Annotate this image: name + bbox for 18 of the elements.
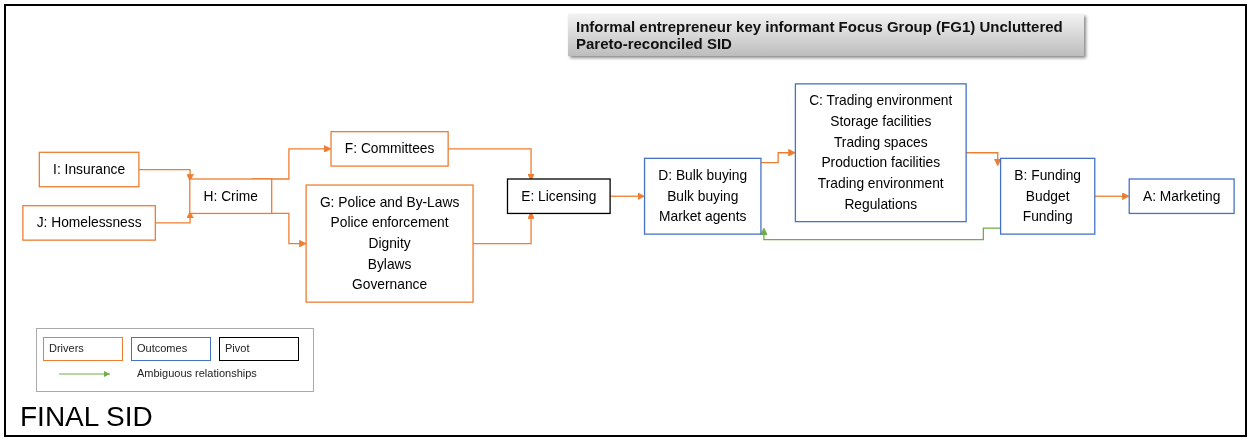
- node-box: C: Trading environment Storage facilities Trading spaces Production facilities Trading environment Regulations: [794, 83, 967, 223]
- node-box: A: Marketing: [1128, 178, 1235, 215]
- title-banner: Informal entrepreneur key informant Focus Group (FG1) Uncluttered Pareto-reconciled SID: [568, 14, 1084, 56]
- node-box: D: Bulk buying Bulk buying Market agents: [643, 157, 762, 235]
- node-box: F: Committees: [330, 131, 449, 167]
- legend-label: Outcomes: [137, 342, 188, 354]
- legend-label: Ambiguous relationships: [137, 367, 257, 379]
- node-box: H: Crime: [189, 178, 273, 215]
- arrow: [760, 148, 796, 164]
- node-box: I: Insurance: [38, 151, 140, 188]
- legend-label: Pivot: [225, 342, 250, 354]
- node-box: G: Police and By-Laws Police enforcement Dignity Bylaws Governance: [305, 184, 474, 303]
- node-box: B: Funding Budget Funding: [999, 157, 1096, 235]
- caption: FINAL SID: [20, 401, 153, 433]
- arrow: [1094, 192, 1130, 200]
- node-box: E: Licensing: [506, 178, 611, 215]
- node-box: J: Homelessness: [22, 205, 156, 241]
- legend-label: Drivers: [49, 342, 84, 354]
